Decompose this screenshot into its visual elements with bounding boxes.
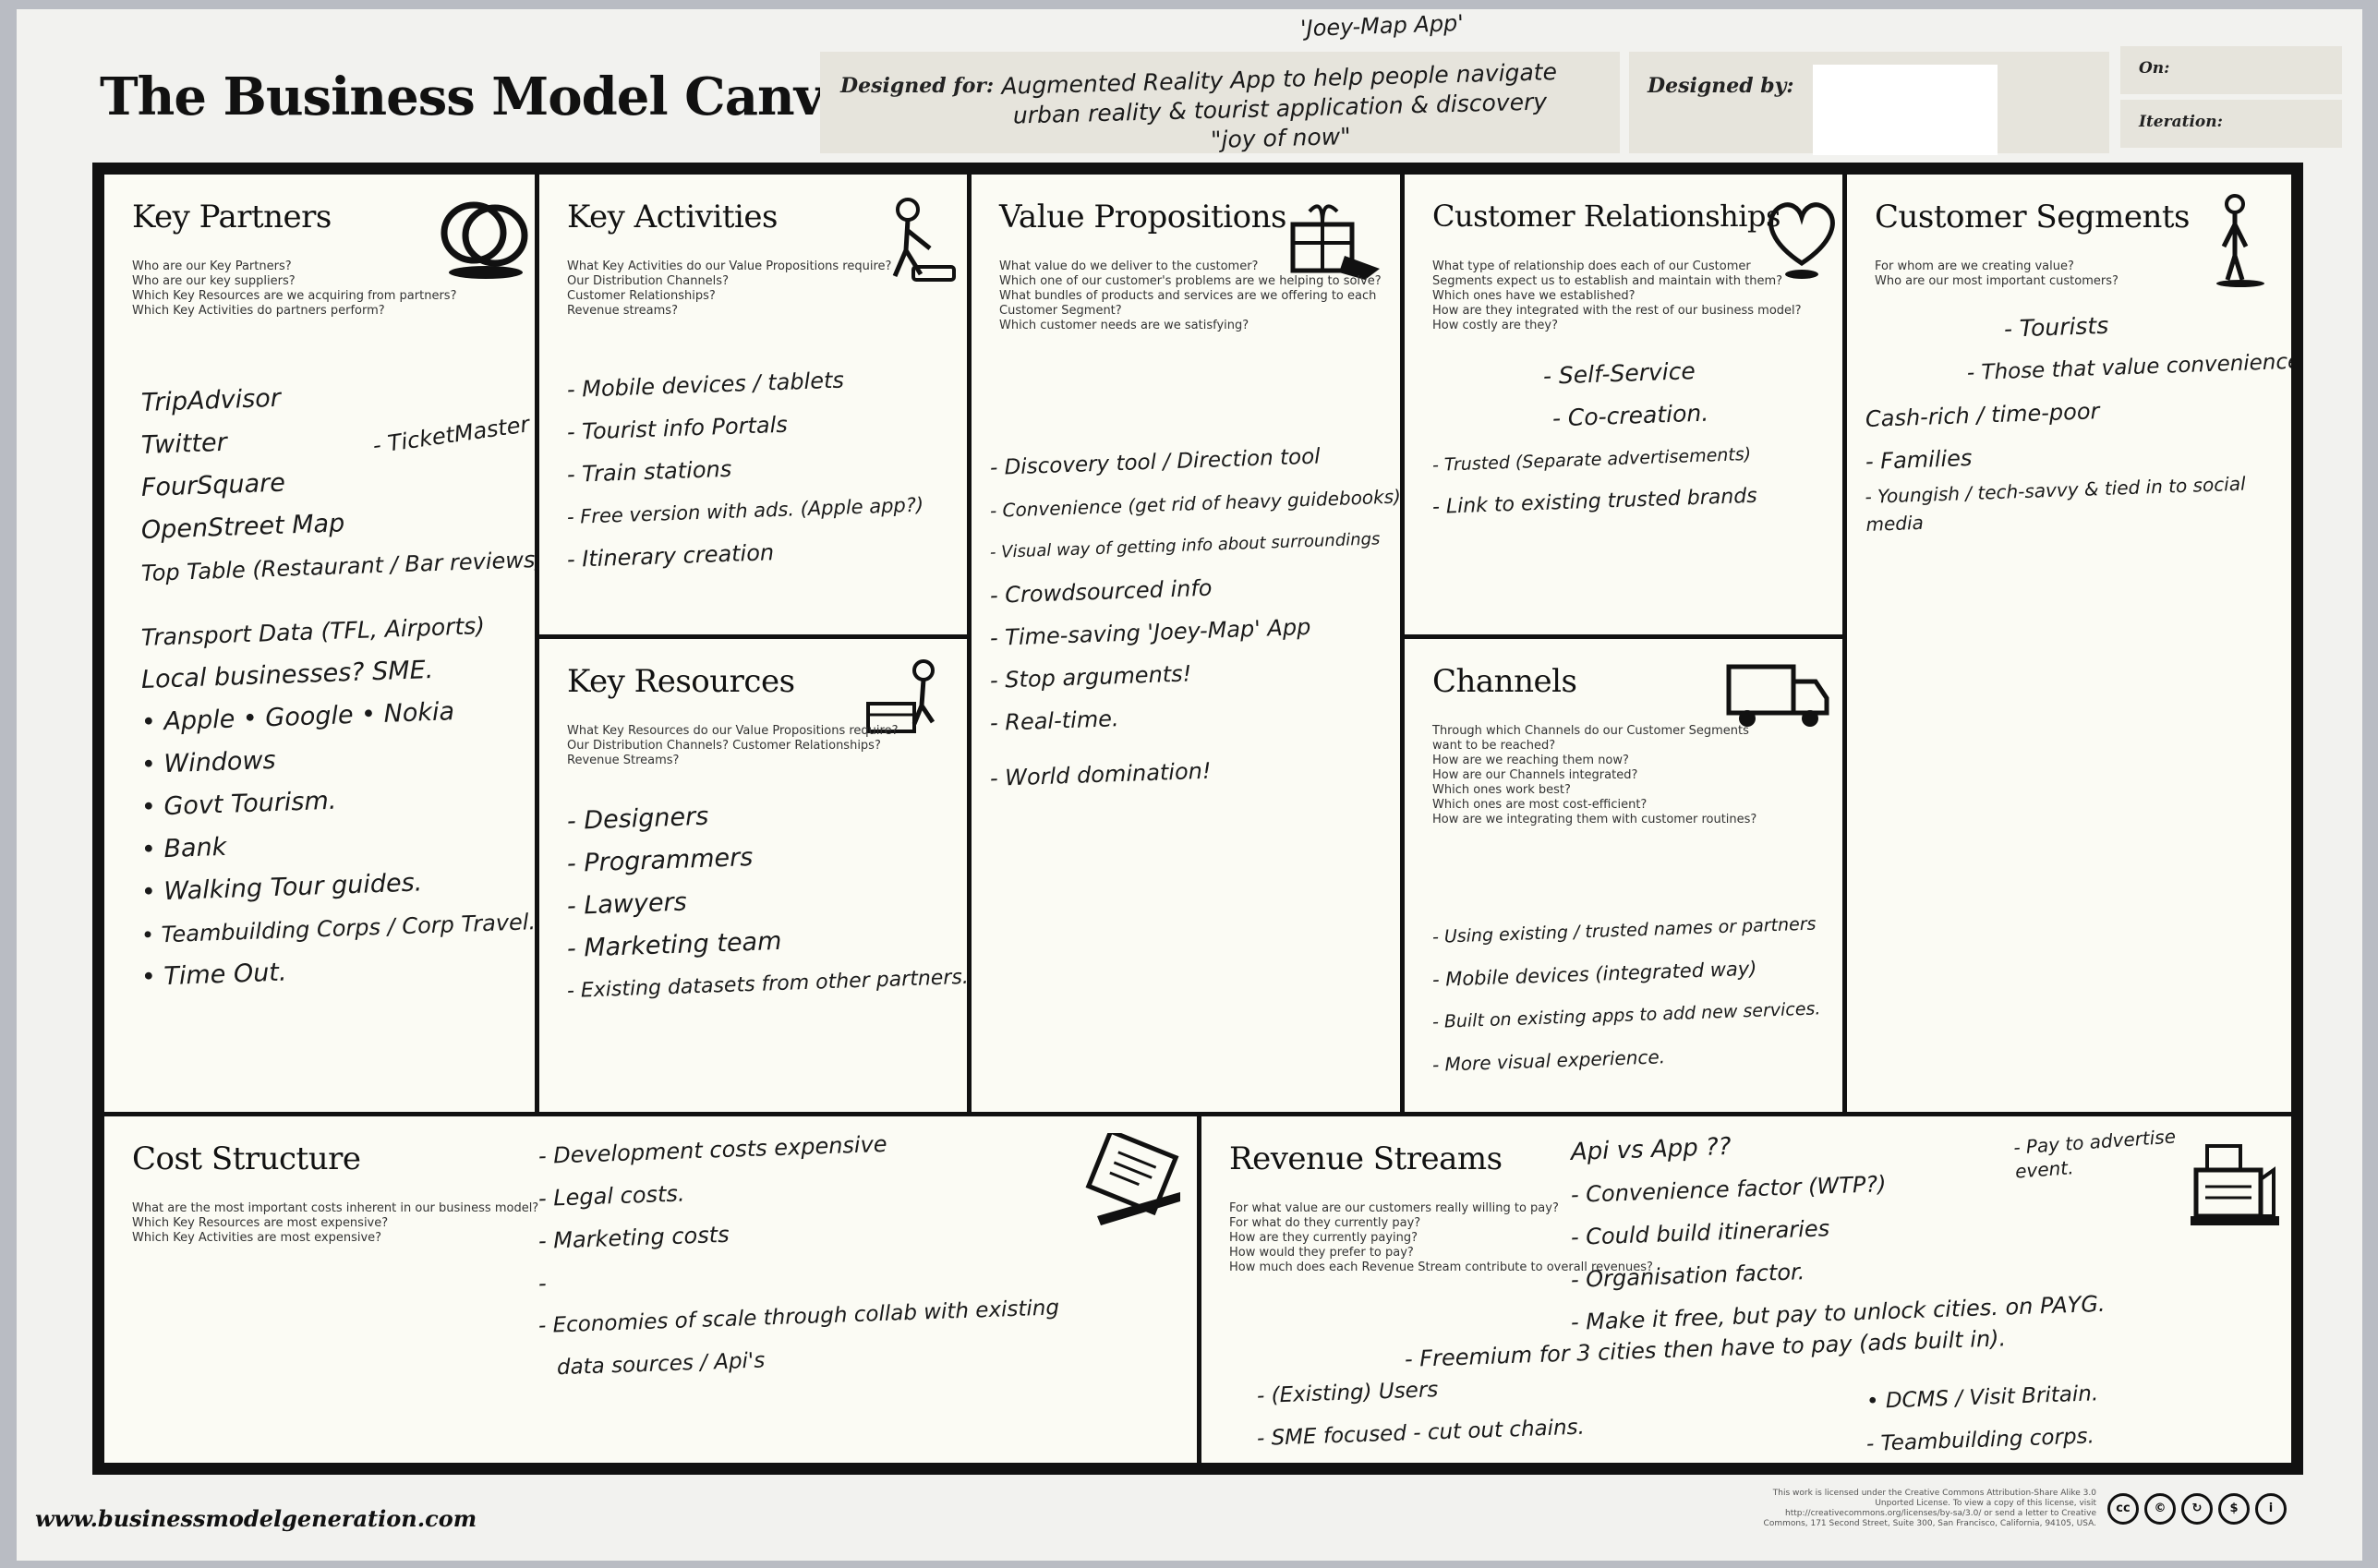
cost-structure-questions: What are the most important costs inhere… <box>132 1201 539 1245</box>
value-propositions-section: Value Propositions What value do we deli… <box>967 170 1405 1116</box>
revenue-streams-title: Revenue Streams <box>1229 1140 1503 1177</box>
gift-icon <box>1290 204 1380 280</box>
key-partners-section: Key Partners Who are our Key Partners? W… <box>100 170 539 1116</box>
key-activities-notes: - Mobile devices / tablets - Tourist inf… <box>567 368 924 581</box>
customer-segments-title: Customer Segments <box>1875 199 2190 235</box>
on-label: On: <box>2139 59 2170 78</box>
attribution-icon: i <box>2255 1493 2287 1525</box>
value-propositions-notes: - Discovery tool / Direction tool - Conv… <box>989 445 1400 800</box>
cash-register-icon <box>2191 1144 2279 1225</box>
non-commercial-icon: $ <box>2218 1493 2250 1525</box>
key-partners-notes: TripAdvisor Twitter FourSquare OpenStree… <box>140 382 535 999</box>
worker-icon <box>892 198 956 282</box>
customer-segments-questions: For whom are we creating value? Who are … <box>1875 259 2118 288</box>
key-activities-questions: What Key Activities do our Value Proposi… <box>567 259 892 318</box>
designed-for-label: Designed for: <box>840 74 995 98</box>
channels-section: Channels Through which Channels do our C… <box>1400 634 1847 1116</box>
iteration-label: Iteration: <box>2139 113 2223 131</box>
channels-title: Channels <box>1432 663 1577 700</box>
iteration-box: Iteration: <box>2120 100 2342 148</box>
revenue-streams-notes-4: • DCMS / Visit Britain. - Teambuilding c… <box>1865 1381 2099 1463</box>
license-text: This work is licensed under the Creative… <box>1763 1489 2096 1528</box>
cost-structure-section: Cost Structure What are the most importa… <box>100 1112 1201 1467</box>
customer-relationships-questions: What type of relationship does each of o… <box>1432 259 1802 332</box>
heart-icon <box>1768 202 1835 279</box>
key-resources-title: Key Resources <box>567 663 795 700</box>
key-partners-questions: Who are our Key Partners? Who are our ke… <box>132 259 457 318</box>
customer-relationships-title: Customer Relationships <box>1432 199 1780 234</box>
customer-segments-section: Customer Segments For whom are we creati… <box>1842 170 2296 1116</box>
revenue-streams-notes: Api vs App ?? - Convenience factor (WTP?… <box>1570 1131 2106 1344</box>
note-item: - World domination! <box>989 757 1212 791</box>
app-name-note: 'Joey-Map App' <box>1299 9 1465 42</box>
designed-by-label: Designed by: <box>1648 74 1794 98</box>
channels-questions: Through which Channels do our Customer S… <box>1432 724 1757 826</box>
canvas-grid: Key Partners Who are our Key Partners? W… <box>92 163 2303 1475</box>
designed-for-value: Augmented Reality App to help people nav… <box>1001 58 1558 153</box>
truck-icon <box>1726 664 1829 727</box>
value-propositions-title: Value Propositions <box>999 199 1286 235</box>
key-partners-title: Key Partners <box>132 199 332 235</box>
revenue-streams-questions: For what value are our customers really … <box>1229 1201 1653 1274</box>
customer-segments-notes: - Tourists - Those that value convenienc… <box>1865 312 2291 538</box>
share-alike-icon: ↻ <box>2181 1493 2213 1525</box>
revenue-streams-section: Revenue Streams For what value are our c… <box>1197 1112 2296 1467</box>
revenue-streams-notes-3: - (Existing) Users - SME focused - cut o… <box>1257 1375 1586 1460</box>
designed-for-box: Designed for: Augmented Reality App to h… <box>820 52 1620 153</box>
redacted-name <box>1813 65 1998 155</box>
customer-relationships-section: Customer Relationships What type of rela… <box>1400 170 1847 639</box>
cost-structure-title: Cost Structure <box>132 1140 361 1177</box>
page-title: The Business Model Canvas <box>100 66 885 127</box>
cc-icon: cc <box>2107 1493 2139 1525</box>
value-propositions-questions: What value do we deliver to the customer… <box>999 259 1382 332</box>
customer-relationships-notes: - Self-Service - Co-creation. - Trusted … <box>1432 357 1758 529</box>
on-box: On: <box>2120 46 2342 94</box>
key-activities-section: Key Activities What Key Activities do ou… <box>535 170 972 639</box>
channels-notes: - Using existing / trusted names or part… <box>1432 913 1821 1086</box>
rings-icon <box>441 201 528 279</box>
forklift-icon <box>866 659 936 733</box>
receipt-icon <box>1085 1133 1180 1225</box>
cost-structure-notes: - Development costs expensive - Legal co… <box>538 1131 1060 1390</box>
person-icon <box>2216 194 2264 287</box>
note-item: - Teambuilding corps. <box>1865 1424 2095 1456</box>
key-activities-title: Key Activities <box>567 199 778 235</box>
key-resources-questions: What Key Resources do our Value Proposit… <box>567 724 899 767</box>
footer-url: www.businessmodelgeneration.com <box>35 1505 477 1532</box>
copyright-icon: © <box>2144 1493 2176 1525</box>
key-resources-section: Key Resources What Key Resources do our … <box>535 634 972 1116</box>
key-resources-notes: - Designers - Programmers - Lawyers - Ma… <box>566 801 967 1013</box>
